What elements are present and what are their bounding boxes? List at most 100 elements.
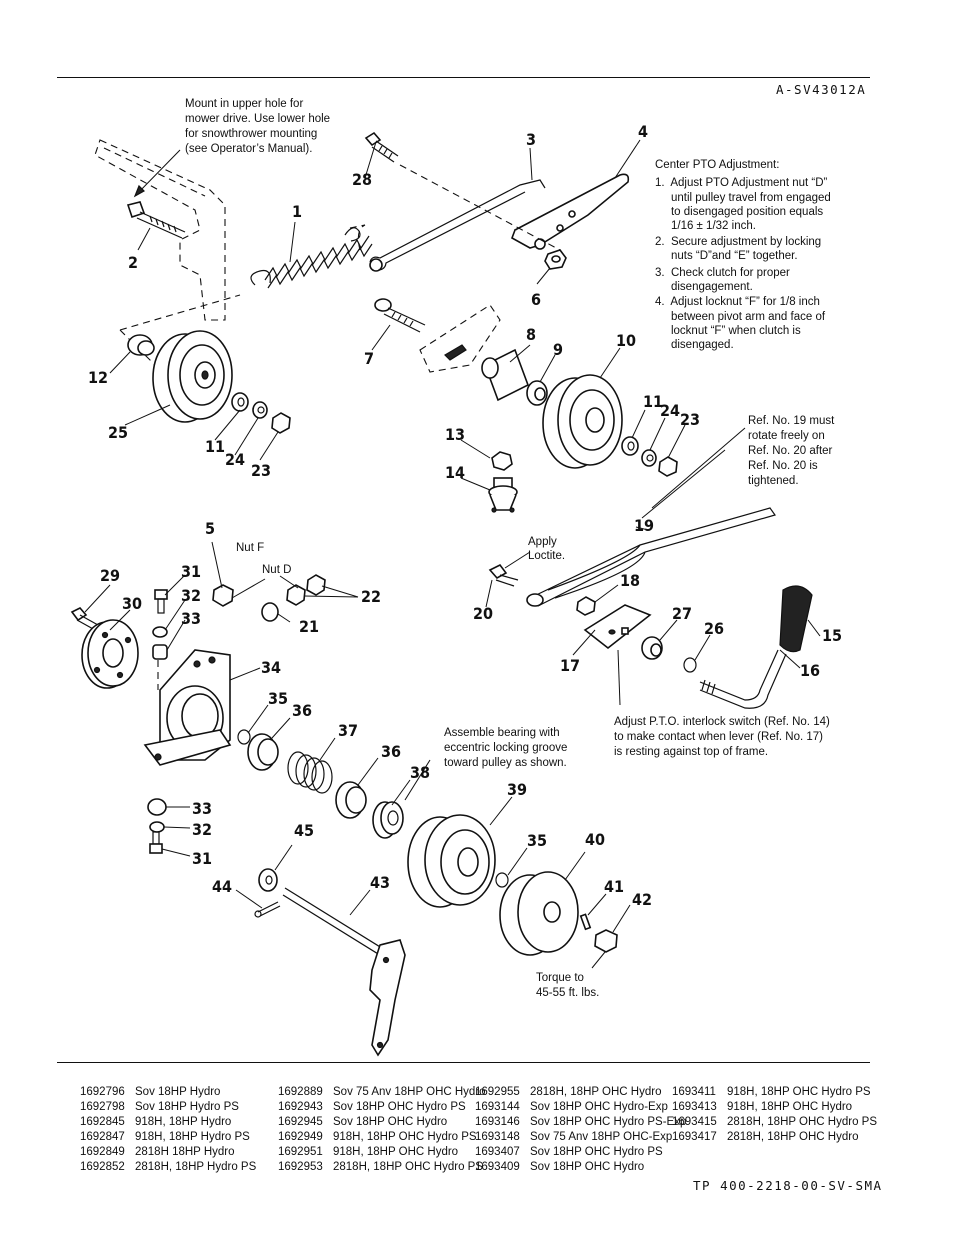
nut-13 bbox=[491, 451, 513, 471]
nuts-22 bbox=[286, 574, 326, 606]
callout-43: 43 bbox=[370, 873, 390, 892]
callout-44: 44 bbox=[212, 877, 232, 896]
note-loctite: Apply Loctite. bbox=[504, 536, 565, 569]
collar-36-right bbox=[335, 781, 367, 819]
lever-17 bbox=[583, 604, 652, 650]
arm-4 bbox=[511, 173, 630, 250]
svg-text:Center PTO Adjustment:: Center PTO Adjustment: bbox=[655, 159, 779, 171]
callout-35-right: 35 bbox=[527, 831, 547, 850]
svg-text:disengagement.: disengagement. bbox=[655, 281, 753, 293]
callout-33-bottom: 33 bbox=[192, 799, 212, 818]
snap-ring-35-left bbox=[237, 729, 251, 745]
callout-3: 3 bbox=[526, 130, 536, 149]
washers-11-24-23-left bbox=[231, 392, 291, 434]
callout-4: 4 bbox=[638, 122, 648, 141]
mounting-bracket bbox=[94, 139, 241, 381]
svg-text:until pulley travel from engag: until pulley travel from engaged bbox=[655, 192, 831, 204]
svg-text:3. Check clutch for proper: 3. Check clutch for proper bbox=[655, 267, 790, 279]
callout-24-right: 24 bbox=[660, 401, 680, 420]
svg-text:(see Operator’s Manual).: (see Operator’s Manual). bbox=[185, 143, 312, 155]
svg-text:2. Secure adjustment by locki: 2. Secure adjustment by locking bbox=[655, 236, 821, 248]
note-torque: Torque to 45-55 ft. lbs. bbox=[536, 972, 599, 999]
svg-text:1/16 ± 1/32 inch.: 1/16 ± 1/32 inch. bbox=[655, 220, 756, 232]
callout-30: 30 bbox=[122, 594, 142, 613]
svg-text:Ref. No. 19 must: Ref. No. 19 must bbox=[748, 415, 835, 427]
ring-26 bbox=[683, 657, 697, 673]
bolt-2 bbox=[126, 201, 186, 239]
bushing-9 bbox=[526, 380, 548, 406]
note-center-pto: Center PTO Adjustment: 1. Adjust PTO Adj… bbox=[655, 159, 831, 351]
svg-text:locknut “F” when clutch is: locknut “F” when clutch is bbox=[655, 325, 801, 337]
svg-text:1. Adjust PTO Adjustment nut: 1. Adjust PTO Adjustment nut “D” bbox=[655, 177, 828, 189]
pivot-bracket bbox=[419, 304, 501, 373]
knob-15 bbox=[779, 585, 813, 653]
callout-18: 18 bbox=[620, 571, 640, 590]
arrow-mount bbox=[133, 184, 145, 198]
bushing-27 bbox=[641, 636, 663, 660]
callout-2: 2 bbox=[128, 253, 138, 272]
callout-31-bottom: 31 bbox=[192, 849, 212, 868]
flange-30 bbox=[81, 619, 139, 689]
spacer-33-top bbox=[152, 644, 168, 660]
rod-19 bbox=[526, 507, 776, 607]
washer-32-bottom bbox=[149, 821, 165, 833]
svg-text:45-55 ft. lbs.: 45-55 ft. lbs. bbox=[536, 987, 599, 999]
callout-29: 29 bbox=[100, 566, 120, 585]
screw-31-bottom bbox=[149, 831, 163, 854]
callout-32-top: 32 bbox=[181, 586, 201, 605]
spacer-33-bottom bbox=[147, 798, 167, 816]
svg-text:Ref. No. 20 after: Ref. No. 20 after bbox=[748, 445, 833, 457]
leader-mount bbox=[134, 149, 181, 197]
callout-11-left: 11 bbox=[205, 437, 225, 456]
svg-text:eccentric locking groove: eccentric locking groove bbox=[444, 742, 567, 754]
bolt-20 bbox=[488, 563, 519, 587]
callout-38: 38 bbox=[410, 763, 430, 782]
callout-14: 14 bbox=[445, 463, 465, 482]
callout-35-left: 35 bbox=[268, 689, 288, 708]
washer-32-top bbox=[152, 626, 168, 638]
svg-text:nuts “D”and “E” together.: nuts “D”and “E” together. bbox=[655, 250, 798, 262]
pulley-25 bbox=[152, 330, 233, 423]
callout-21: 21 bbox=[299, 617, 319, 636]
svg-text:is resting against top of fram: is resting against top of frame. bbox=[614, 746, 768, 758]
svg-text:for snowthrower mounting: for snowthrower mounting bbox=[185, 128, 317, 140]
bolt-28 bbox=[364, 131, 561, 251]
callout-27: 27 bbox=[672, 604, 692, 623]
exploded-parts-diagram: 1 2 3 4 28 6 7 8 9 10 12 25 11 24 23 11 … bbox=[70, 98, 842, 1057]
callout-26: 26 bbox=[704, 619, 724, 638]
clutch-pulley-39 bbox=[407, 814, 496, 908]
washer-21 bbox=[261, 602, 279, 622]
document-code: TP 400-2218-00-SV-SMA bbox=[693, 1178, 883, 1193]
callout-12: 12 bbox=[88, 368, 108, 387]
nut-6 bbox=[544, 249, 567, 270]
callout-20: 20 bbox=[473, 604, 493, 623]
callout-6: 6 bbox=[531, 290, 541, 309]
callout-5: 5 bbox=[205, 519, 215, 538]
callout-34: 34 bbox=[261, 658, 281, 677]
interlock-switch-14 bbox=[488, 477, 518, 513]
nut-5 bbox=[212, 584, 234, 607]
callout-45: 45 bbox=[294, 821, 314, 840]
spacer-12 bbox=[127, 334, 155, 356]
washer-45 bbox=[258, 868, 278, 892]
callout-39: 39 bbox=[507, 780, 527, 799]
svg-text:tightened.: tightened. bbox=[748, 475, 799, 487]
callout-8: 8 bbox=[526, 325, 536, 344]
rod-3 bbox=[349, 179, 546, 272]
